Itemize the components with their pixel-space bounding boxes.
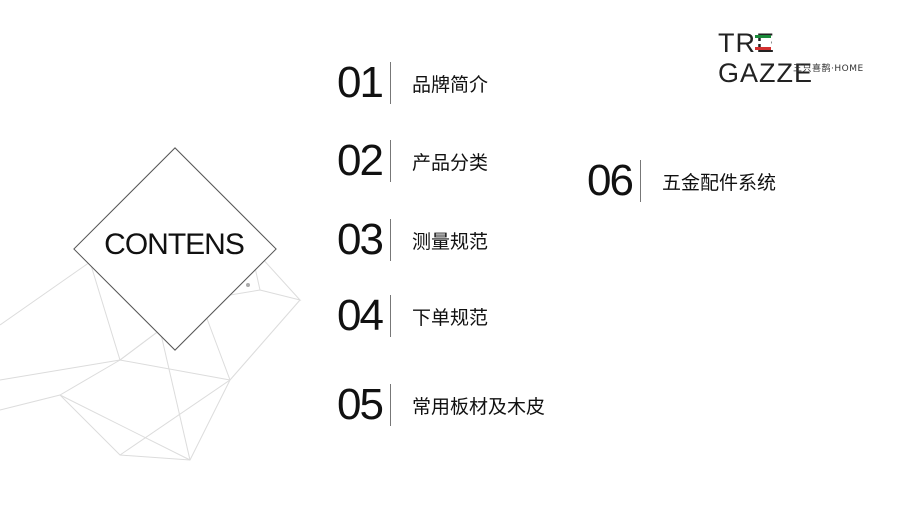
- separator: [640, 160, 641, 202]
- menu-label: 五金配件系统: [662, 172, 777, 194]
- separator: [390, 62, 391, 104]
- contents-title: CONTENS: [104, 228, 245, 261]
- flag-icon: [755, 35, 771, 53]
- brand-logo: TRE GAZZE 三只喜鹊·HOME: [718, 28, 878, 88]
- menu-label: 下单规范: [412, 307, 489, 329]
- menu-number: 05: [337, 380, 384, 429]
- menu-label: 测量规范: [412, 231, 489, 253]
- separator: [390, 384, 391, 426]
- separator: [390, 219, 391, 261]
- menu-label: 产品分类: [412, 152, 489, 174]
- separator: [390, 140, 391, 182]
- separator: [390, 295, 391, 337]
- logo-text: TRE GAZZE: [718, 28, 814, 88]
- menu-number: 04: [337, 291, 384, 340]
- menu-number: 03: [337, 215, 384, 264]
- menu-label: 常用板材及木皮: [412, 396, 546, 418]
- logo-subtitle: 三只喜鹊·HOME: [793, 64, 864, 74]
- menu-number: 06: [587, 156, 634, 205]
- menu-label: 品牌简介: [412, 74, 489, 96]
- menu-number: 02: [337, 136, 384, 185]
- menu-number: 01: [337, 58, 384, 107]
